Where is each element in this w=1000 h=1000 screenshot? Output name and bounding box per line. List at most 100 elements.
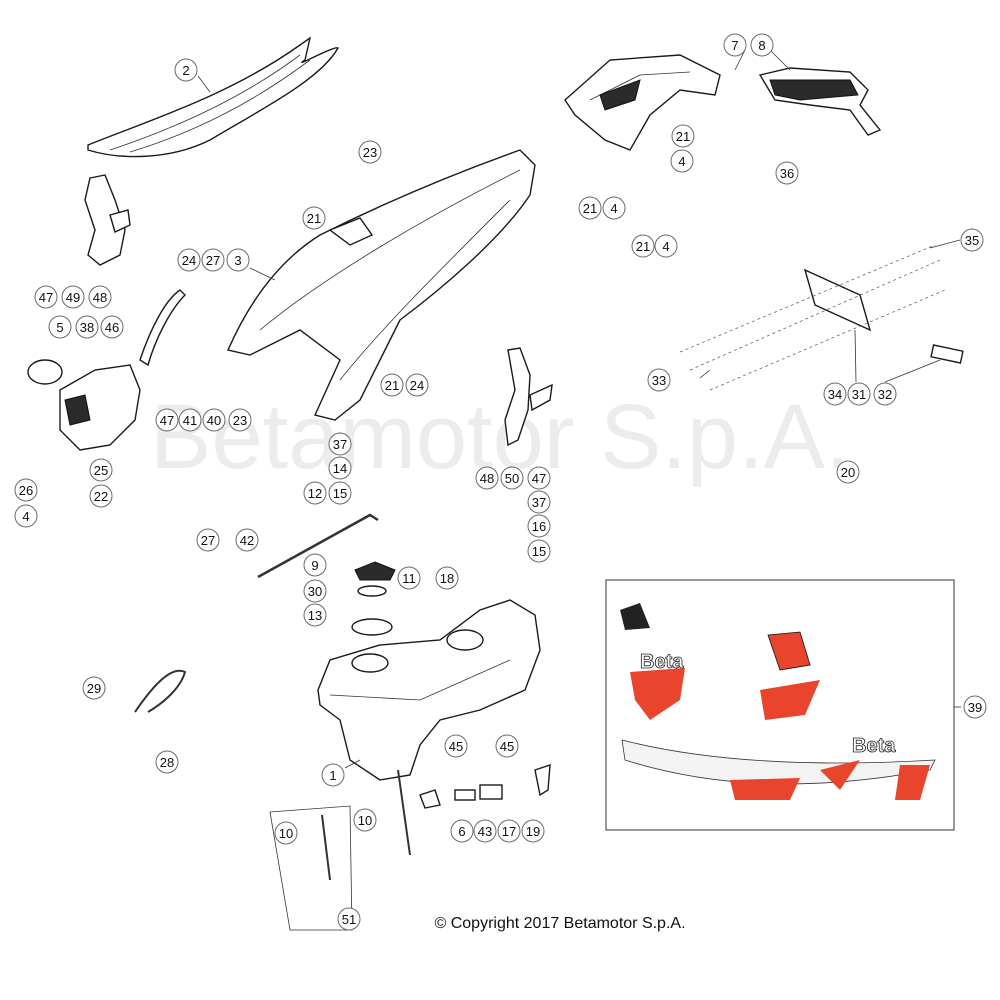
callout-8: 8: [750, 33, 774, 57]
svg-text:24: 24: [410, 378, 424, 393]
callout-43: 43: [473, 819, 497, 843]
callout-37-lower: 37: [527, 490, 551, 514]
watermark: Betamotor S.p.A.: [150, 386, 851, 488]
callout-24-upper: 24: [177, 248, 201, 272]
callout-49: 49: [61, 285, 85, 309]
callout-14: 14: [328, 456, 352, 480]
svg-text:7: 7: [731, 38, 738, 53]
svg-text:48: 48: [480, 471, 494, 486]
callout-15-upper: 15: [328, 481, 352, 505]
decal-side-left: [621, 739, 936, 785]
callout-39: 39: [963, 695, 987, 719]
svg-text:17: 17: [502, 824, 516, 839]
callout-40: 40: [202, 408, 226, 432]
callout-4-rear-c: 4: [654, 234, 678, 258]
callout-27-lower: 27: [196, 528, 220, 552]
svg-text:26: 26: [19, 483, 33, 498]
decal-shroud-left: [630, 668, 685, 720]
callout-35: 35: [960, 228, 984, 252]
fuel-valve-part: [321, 764, 551, 881]
callout-4-rear-b: 4: [602, 196, 626, 220]
decal-side-red: [730, 778, 800, 800]
breather-pipe: [257, 513, 379, 579]
svg-text:33: 33: [652, 373, 666, 388]
callout-19: 19: [521, 819, 545, 843]
svg-text:49: 49: [66, 290, 80, 305]
callout-3: 3: [226, 248, 250, 272]
callout-22: 22: [89, 484, 113, 508]
callout-45-right: 45: [495, 734, 519, 758]
callout-11: 11: [397, 566, 421, 590]
svg-text:5: 5: [56, 320, 63, 335]
callout-47-right: 47: [527, 466, 551, 490]
svg-text:25: 25: [94, 463, 108, 478]
callout-33: 33: [647, 368, 671, 392]
svg-text:47: 47: [160, 413, 174, 428]
left-bracket-part: [84, 174, 131, 266]
callout-24-mid: 24: [405, 373, 429, 397]
decal-rear-fender: [895, 765, 930, 800]
svg-text:16: 16: [532, 519, 546, 534]
svg-text:30: 30: [308, 584, 322, 599]
svg-text:3: 3: [234, 253, 241, 268]
svg-text:41: 41: [183, 413, 197, 428]
decal-beta-logo-right: Beta: [852, 735, 896, 757]
svg-text:8: 8: [758, 38, 765, 53]
callout-38: 38: [75, 315, 99, 339]
svg-text:9: 9: [311, 558, 318, 573]
callout-21-rear-a: 21: [671, 124, 695, 148]
svg-text:27: 27: [206, 253, 220, 268]
svg-text:38: 38: [80, 320, 94, 335]
svg-text:21: 21: [307, 211, 321, 226]
svg-text:18: 18: [440, 571, 454, 586]
svg-text:43: 43: [478, 824, 492, 839]
copyright-text: © Copyright 2017 Betamotor S.p.A.: [434, 915, 686, 932]
callout-7: 7: [723, 33, 747, 57]
svg-text:37: 37: [532, 495, 546, 510]
fuel-tank-part: [317, 599, 541, 781]
svg-text:21: 21: [385, 378, 399, 393]
svg-text:24: 24: [182, 253, 196, 268]
hose-part: [134, 669, 187, 713]
svg-text:45: 45: [449, 739, 463, 754]
callout-21-mid: 21: [380, 373, 404, 397]
decal-number-plate: [767, 631, 811, 671]
svg-text:21: 21: [676, 129, 690, 144]
svg-text:4: 4: [678, 154, 685, 169]
svg-text:37: 37: [333, 437, 347, 452]
callout-27-upper: 27: [201, 248, 225, 272]
svg-text:4: 4: [662, 239, 669, 254]
callout-46: 46: [100, 315, 124, 339]
callout-21-rear-b: 21: [578, 196, 602, 220]
callout-25: 25: [89, 458, 113, 482]
callout-26: 26: [14, 478, 38, 502]
svg-text:46: 46: [105, 320, 119, 335]
callout-20: 20: [836, 460, 860, 484]
callout-16: 16: [527, 514, 551, 538]
callout-1: 1: [321, 763, 345, 787]
callout-4-rear-a: 4: [670, 149, 694, 173]
svg-text:29: 29: [87, 681, 101, 696]
callout-31: 31: [847, 382, 871, 406]
callout-12: 12: [303, 481, 327, 505]
callout-4-left: 4: [14, 504, 38, 528]
svg-text:47: 47: [532, 471, 546, 486]
svg-text:20: 20: [841, 465, 855, 480]
decal-beta-logo-left: Beta: [640, 651, 684, 673]
svg-text:39: 39: [968, 700, 982, 715]
callout-45-left: 45: [444, 734, 468, 758]
svg-text:21: 21: [636, 239, 650, 254]
svg-text:42: 42: [240, 533, 254, 548]
callout-41: 41: [178, 408, 202, 432]
svg-text:15: 15: [333, 486, 347, 501]
callout-32: 32: [873, 382, 897, 406]
callout-13: 13: [303, 603, 327, 627]
callout-6: 6: [450, 819, 474, 843]
callout-37-upper: 37: [328, 432, 352, 456]
svg-text:51: 51: [342, 912, 356, 927]
svg-text:11: 11: [402, 571, 416, 586]
callout-10-left: 10: [274, 821, 298, 845]
svg-text:47: 47: [39, 290, 53, 305]
svg-text:1: 1: [329, 768, 336, 783]
svg-text:10: 10: [358, 813, 372, 828]
